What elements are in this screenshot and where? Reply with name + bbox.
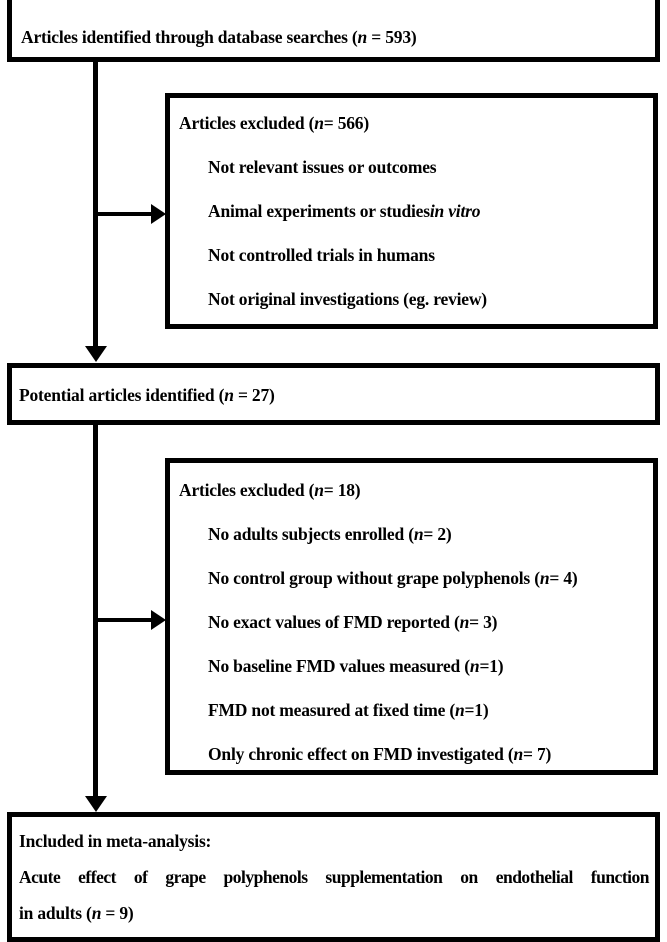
arrow-branch-1-line (95, 211, 152, 217)
identified-box: Articles identified through database sea… (7, 0, 660, 62)
excluded-item: No exact values of FMD reported (n = 3) (208, 611, 498, 632)
arrow-branch-2-line (95, 617, 152, 623)
arrow-branch-2-head-icon (151, 609, 166, 630)
arrow-down-2-line (93, 425, 98, 797)
arrow-down-1-head-icon (84, 346, 107, 362)
included-box-line: in adults (n = 9) (19, 903, 134, 923)
excluded-box-2-title: Articles excluded (n = 18) (179, 479, 361, 500)
excluded-item: No control group without grape polypheno… (208, 567, 578, 588)
arrow-branch-1-head-icon (151, 203, 166, 224)
excluded-item: Animal experiments or studies in vitro (208, 200, 481, 221)
identified-box-label: Articles identified through database sea… (21, 26, 417, 47)
excluded-item: Only chronic effect on FMD investigated … (208, 743, 552, 764)
excluded-box-1-title: Articles excluded (n = 566) (179, 112, 369, 133)
excluded-item: Not relevant issues or outcomes (208, 156, 437, 177)
included-box: Included in meta-analysis: Acute effect … (7, 812, 660, 942)
excluded-item: No baseline FMD values measured (n =1) (208, 655, 504, 676)
potential-box: Potential articles identified (n = 27) (7, 363, 660, 425)
excluded-item: FMD not measured at fixed time (n =1) (208, 699, 489, 720)
excluded-item: Not original investigations (eg. review) (208, 288, 487, 309)
excluded-item: Not controlled trials in humans (208, 244, 435, 265)
included-box-line: Acute effect of grape polyphenols supple… (19, 867, 650, 887)
included-box-line: Included in meta-analysis: (19, 831, 212, 851)
excluded-box-2: Articles excluded (n = 18) No adults sub… (165, 458, 658, 775)
arrow-down-2-head-icon (84, 796, 107, 812)
potential-box-label: Potential articles identified (n = 27) (19, 384, 275, 405)
excluded-item: No adults subjects enrolled (n = 2) (208, 523, 452, 544)
arrow-down-1-line (93, 62, 98, 347)
excluded-box-1: Articles excluded (n = 566) Not relevant… (165, 93, 658, 329)
